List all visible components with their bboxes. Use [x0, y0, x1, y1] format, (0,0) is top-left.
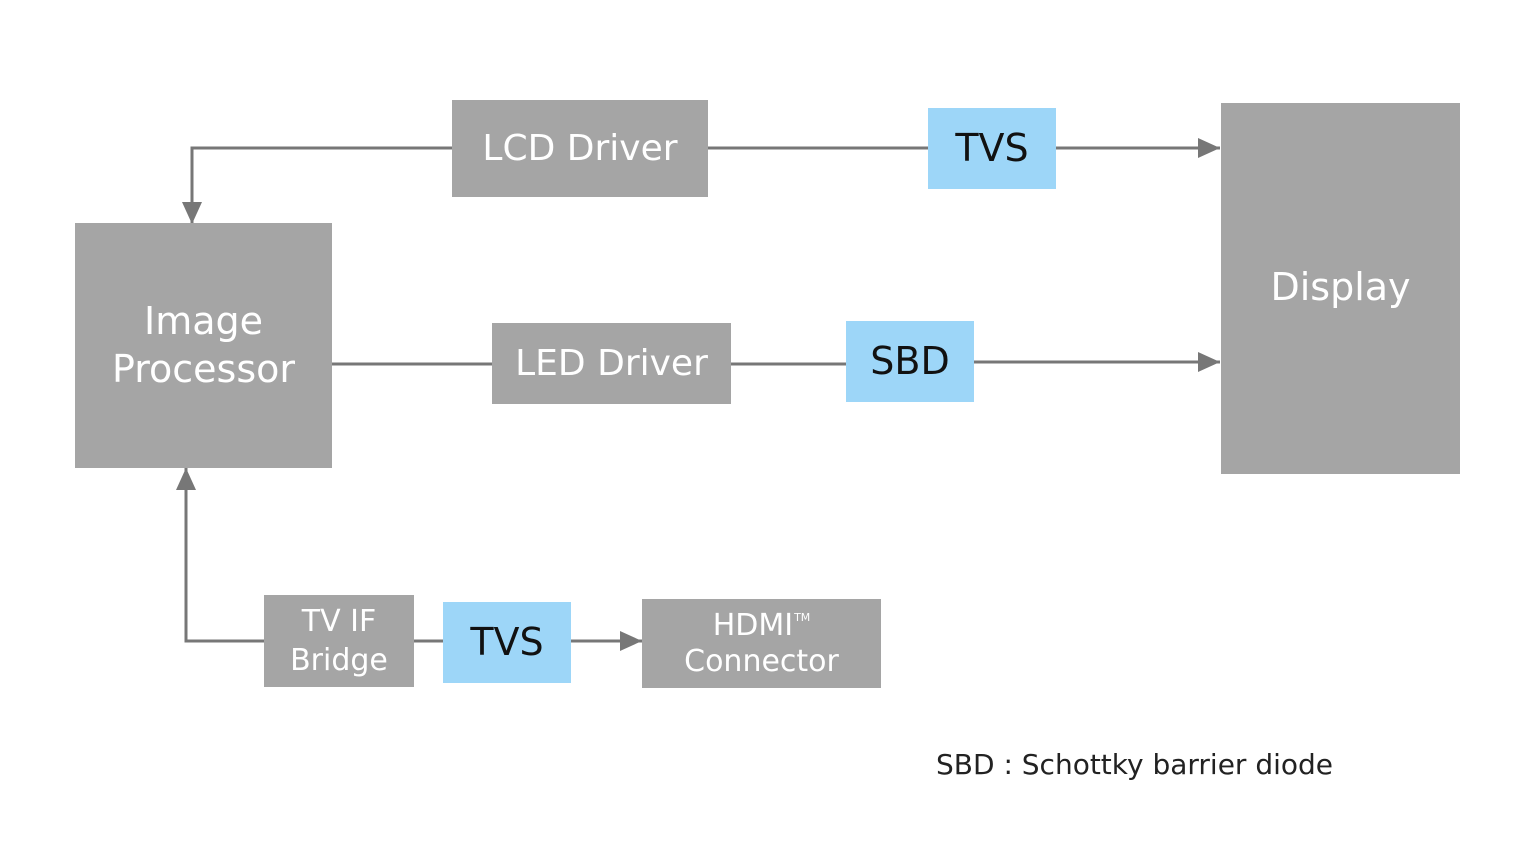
image-processor-block: Image Processor	[75, 223, 332, 468]
tvs-top-label: TVS	[955, 125, 1029, 170]
tvs-bottom-block: TVS	[443, 602, 571, 683]
sbd-block: SBD	[846, 321, 974, 402]
tv-if-bridge-block: TV IF Bridge	[264, 595, 414, 687]
display-block: Display	[1221, 103, 1460, 474]
lcd-driver-label: LCD Driver	[482, 127, 678, 169]
hdmi-connector-label-line2: Connector	[684, 643, 839, 679]
tv-if-bridge-label-line1: TV IF	[301, 604, 377, 639]
hdmi-connector-label-line1: HDMITM	[713, 608, 811, 644]
arrow-lcd-driver-to-image-processor	[182, 146, 452, 224]
tvs-bottom-label: TVS	[470, 619, 544, 664]
led-driver-label: LED Driver	[515, 342, 708, 384]
image-processor-label-line1: Image	[143, 299, 263, 343]
trademark-mark: TM	[794, 610, 811, 624]
hdmi-label: HDMI	[712, 607, 794, 643]
image-processor-label-line2: Processor	[111, 346, 296, 391]
display-label: Display	[1270, 265, 1411, 309]
tv-if-bridge-label-line2: Bridge	[290, 643, 388, 678]
sbd-label: SBD	[870, 338, 950, 383]
legend-sbd-definition: SBD : Schottky barrier diode	[936, 748, 1334, 781]
lcd-driver-block: LCD Driver	[452, 100, 708, 197]
arrow-tv-if-bridge-to-image-processor	[176, 468, 264, 643]
hdmi-connector-block: HDMITM Connector	[642, 599, 881, 688]
led-driver-block: LED Driver	[492, 323, 731, 404]
tvs-top-block: TVS	[928, 108, 1056, 189]
